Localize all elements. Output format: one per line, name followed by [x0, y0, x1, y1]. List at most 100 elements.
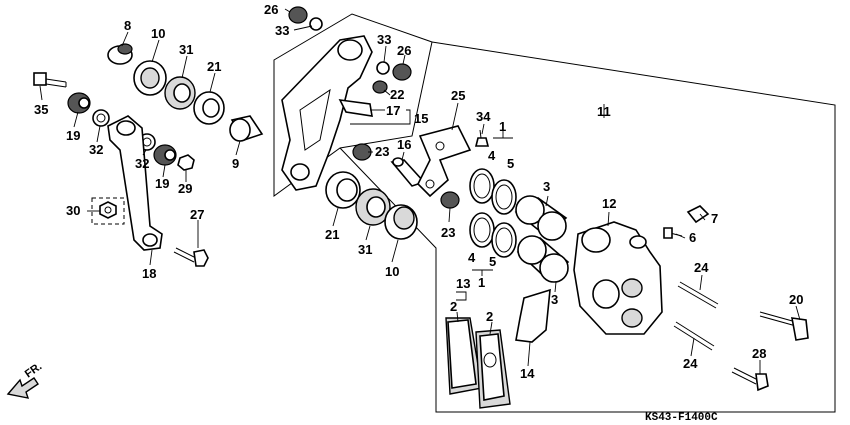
torque-link-18 — [107, 115, 163, 251]
callout-4a: 4 — [488, 148, 496, 163]
callout-23a: 23 — [375, 144, 389, 159]
mounting-plate-25 — [417, 125, 472, 198]
needle-bearing-31a — [164, 76, 196, 110]
pad-pin-24a — [677, 281, 719, 309]
callout-5a: 5 — [507, 156, 514, 171]
collar-8 — [107, 43, 133, 65]
callout-3a: 3 — [543, 179, 550, 194]
callout-14: 14 — [520, 366, 535, 381]
callout-15: 15 — [414, 111, 428, 126]
callout-10b: 10 — [385, 264, 399, 279]
bracket-group-outline — [273, 13, 433, 197]
brake-pad-2b — [475, 329, 511, 409]
callout-20: 20 — [789, 292, 803, 307]
callout-12: 12 — [602, 196, 616, 211]
bolt-28 — [731, 367, 769, 392]
callout-18: 18 — [142, 266, 156, 281]
callout-21b: 21 — [325, 227, 339, 242]
callout-26b: 26 — [397, 43, 411, 58]
callout-11: 11 — [597, 104, 611, 119]
callout-9: 9 — [232, 156, 239, 171]
callout-1b: 1 — [478, 275, 485, 290]
boot-26a — [288, 6, 308, 24]
callout-30: 30 — [66, 203, 80, 218]
callout-3b: 3 — [551, 292, 558, 307]
callout-27: 27 — [190, 207, 204, 222]
caliper-bracket-15 — [281, 35, 373, 191]
caliper-body-12 — [573, 221, 663, 335]
callout-7: 7 — [711, 211, 718, 226]
dust-seal-10b — [384, 204, 418, 240]
callout-8: 8 — [124, 18, 131, 33]
callout-31b: 31 — [358, 242, 372, 257]
piston-seal-4a — [469, 168, 495, 204]
callout-2a: 2 — [450, 299, 457, 314]
pad-spring-17 — [338, 99, 373, 117]
piston-3b — [516, 235, 570, 283]
ring-33b — [376, 61, 390, 75]
caliper-group-outline — [339, 41, 836, 413]
dust-seal-5b — [491, 222, 517, 258]
boot-23b — [440, 191, 460, 209]
needle-bearing-31b — [355, 188, 391, 226]
callout-33b: 33 — [377, 32, 391, 47]
callout-13: 13 — [456, 276, 470, 291]
nut-30-box — [91, 197, 125, 225]
diagram-code: KS43-F1400C — [645, 412, 718, 424]
callouts: 26 33 8 10 31 21 35 19 32 32 19 29 9 30 … — [34, 2, 803, 381]
boot-22 — [372, 80, 388, 94]
callout-16: 16 — [397, 137, 411, 152]
callout-1a: 1 — [499, 119, 506, 134]
callout-28: 28 — [752, 346, 766, 361]
bushing-19a — [67, 92, 91, 114]
callout-24b: 24 — [683, 356, 698, 371]
bushing-19b — [153, 144, 177, 166]
dust-seal-10a — [133, 60, 167, 96]
callout-35: 35 — [34, 102, 48, 117]
callout-33a: 33 — [275, 23, 289, 38]
ring-32a — [92, 109, 110, 127]
callout-26a: 26 — [264, 2, 278, 17]
bolt-27 — [173, 247, 209, 267]
callout-25: 25 — [451, 88, 465, 103]
seal-21a — [193, 91, 225, 125]
callout-19a: 19 — [66, 128, 80, 143]
callout-32a: 32 — [89, 142, 103, 157]
nut-30 — [99, 201, 117, 219]
callout-32b: 32 — [135, 156, 149, 171]
bleed-cap-7 — [686, 205, 710, 224]
pivot-collar-9 — [229, 115, 264, 142]
front-direction-label: FR. — [23, 360, 44, 380]
leader-lines — [39, 8, 801, 374]
front-direction-arrow — [6, 377, 39, 399]
callout-6: 6 — [689, 230, 696, 245]
callout-4b: 4 — [468, 250, 476, 265]
pad-pin-24b — [673, 321, 715, 351]
bolt-34 — [474, 129, 490, 147]
callout-2b: 2 — [486, 309, 493, 324]
callout-10a: 10 — [151, 26, 165, 41]
nut-29 — [177, 154, 195, 171]
piston-3a — [514, 195, 568, 241]
callout-34: 34 — [476, 109, 491, 124]
callout-22: 22 — [390, 87, 404, 102]
callout-19b: 19 — [155, 176, 169, 191]
callout-23b: 23 — [441, 225, 455, 240]
seal-21b — [325, 171, 361, 209]
dust-seal-5a — [491, 179, 517, 215]
callout-29: 29 — [178, 181, 192, 196]
callout-21a: 21 — [207, 59, 221, 74]
boot-26b — [392, 63, 412, 81]
callout-5b: 5 — [489, 254, 496, 269]
callout-24a: 24 — [694, 260, 709, 275]
pad-spring-14 — [515, 288, 551, 343]
bleed-valve-6 — [663, 227, 683, 239]
pin-bolt-20 — [759, 311, 809, 341]
ring-33a — [309, 17, 323, 31]
callout-31a: 31 — [179, 42, 193, 57]
piston-seal-4b — [469, 212, 495, 248]
callout-17: 17 — [386, 103, 400, 118]
brake-pad-2a — [445, 317, 483, 395]
